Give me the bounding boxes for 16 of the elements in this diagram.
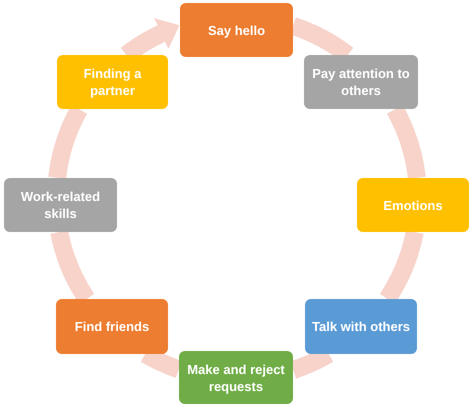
step-box <box>57 55 168 109</box>
step-label: Finding a partner <box>82 65 142 99</box>
step-label: Talk with others <box>312 318 410 335</box>
step-label: Emotions <box>383 196 443 214</box>
step-box <box>4 178 117 232</box>
step-box <box>180 3 293 57</box>
step-box <box>357 178 469 232</box>
step-box <box>56 299 168 354</box>
step-label: Say hello <box>208 22 266 38</box>
step-box <box>179 351 293 404</box>
step-label: Work-related skills <box>20 188 102 222</box>
step-box <box>304 55 418 109</box>
step-box <box>305 299 417 354</box>
step-label: Make and reject requests <box>186 360 286 394</box>
step-label: Find friends <box>74 318 150 335</box>
step-label: Pay attention to others <box>311 65 411 99</box>
